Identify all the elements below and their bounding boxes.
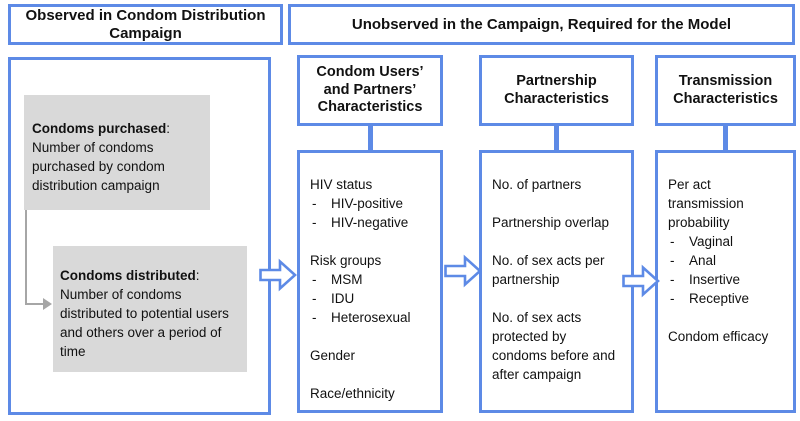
partners-group: No. of partners bbox=[492, 175, 619, 194]
transmission-content-box: Per act transmission probability -Vagina… bbox=[655, 150, 796, 413]
dash-bullet: - bbox=[670, 291, 675, 306]
gender-group: Gender bbox=[310, 346, 434, 365]
flow-arrow-icon bbox=[259, 258, 297, 292]
list-item: -Receptive bbox=[668, 289, 785, 308]
dash-bullet: - bbox=[312, 196, 317, 211]
transmission-header-line2: Characteristics bbox=[673, 90, 778, 107]
dash-bullet: - bbox=[670, 234, 675, 249]
group-heading: No. of sex acts protected by condoms bef… bbox=[492, 310, 616, 382]
dash-bullet: - bbox=[312, 291, 317, 306]
list-item-label: Insertive bbox=[689, 272, 741, 287]
list-item: -HIV-positive bbox=[310, 194, 434, 213]
users-partners-header-line2: and Partners’ bbox=[323, 81, 417, 98]
transmission-connector-line bbox=[723, 125, 728, 151]
group-heading: Gender bbox=[310, 348, 356, 363]
list-item-label: HIV-negative bbox=[331, 215, 409, 230]
users-partners-header-box: Condom Users’ and Partners’ Characterist… bbox=[297, 55, 443, 126]
group-heading: No. of partners bbox=[492, 177, 582, 192]
observed-header-line1: Observed in Condom Distribution bbox=[25, 6, 266, 24]
list-item-label: Receptive bbox=[689, 291, 750, 306]
group-heading: Condom efficacy bbox=[668, 329, 769, 344]
dash-bullet: - bbox=[312, 310, 317, 325]
flow-arrow-icon bbox=[444, 254, 482, 288]
unobserved-header-label: Unobserved in the Campaign, Required for… bbox=[351, 15, 732, 33]
condoms-distributed-title: Condoms distributed: bbox=[60, 266, 240, 285]
partnership-header-line2: Characteristics bbox=[504, 90, 609, 107]
list-item: -HIV-negative bbox=[310, 213, 434, 232]
group-heading: No. of sex acts per partnership bbox=[492, 253, 605, 287]
transmission-header-box: Transmission Characteristics bbox=[655, 55, 796, 126]
transmission-header-line1: Transmission bbox=[678, 73, 773, 89]
partnership-header-line1: Partnership bbox=[516, 73, 597, 89]
per-act-probability-group: Per act transmission probability -Vagina… bbox=[668, 175, 785, 308]
users-partners-header-line1: Condom Users’ bbox=[316, 64, 424, 81]
list-item: -IDU bbox=[310, 289, 434, 308]
dash-bullet: - bbox=[670, 253, 675, 268]
condom-efficacy-group: Condom efficacy bbox=[668, 327, 785, 346]
list-item-label: HIV-positive bbox=[331, 196, 404, 211]
condoms-distributed-box: Condoms distributed: Number of condoms d… bbox=[53, 246, 247, 372]
list-item-label: Heterosexual bbox=[331, 310, 411, 325]
list-item: -MSM bbox=[310, 270, 434, 289]
condoms-purchased-title-text: Condoms purchased bbox=[32, 121, 167, 136]
hiv-status-group: HIV status -HIV-positive -HIV-negative bbox=[310, 175, 434, 232]
observed-header-line2: Campaign bbox=[109, 24, 182, 42]
condoms-purchased-box: Condoms purchased: Number of condoms pur… bbox=[24, 95, 210, 210]
condoms-purchased-colon: : bbox=[166, 121, 171, 136]
list-item: -Anal bbox=[668, 251, 785, 270]
users-partners-connector-line bbox=[368, 125, 373, 151]
condoms-distributed-title-text: Condoms distributed bbox=[60, 268, 196, 283]
list-item-label: MSM bbox=[331, 272, 363, 287]
protected-acts-group: No. of sex acts protected by condoms bef… bbox=[492, 308, 619, 384]
group-heading: Partnership overlap bbox=[492, 215, 610, 230]
group-heading: Per act transmission probability bbox=[668, 177, 744, 230]
users-partners-header-line3: Characteristics bbox=[317, 99, 423, 116]
list-item: -Vaginal bbox=[668, 232, 785, 251]
connector-arrowhead-icon bbox=[43, 298, 52, 310]
list-item-label: IDU bbox=[331, 291, 355, 306]
group-heading: Race/ethnicity bbox=[310, 386, 395, 401]
condoms-distributed-colon: : bbox=[195, 268, 200, 283]
condoms-purchased-title: Condoms purchased: bbox=[32, 119, 202, 138]
purchased-to-distributed-connector bbox=[25, 210, 43, 305]
group-heading: HIV status bbox=[310, 177, 373, 192]
list-item: -Insertive bbox=[668, 270, 785, 289]
unobserved-header-box: Unobserved in the Campaign, Required for… bbox=[288, 4, 795, 45]
race-ethnicity-group: Race/ethnicity bbox=[310, 384, 434, 403]
partnership-connector-line bbox=[554, 125, 559, 151]
users-partners-content-box: HIV status -HIV-positive -HIV-negative R… bbox=[297, 150, 443, 413]
overlap-group: Partnership overlap bbox=[492, 213, 619, 232]
condoms-distributed-body: Number of condoms distributed to potenti… bbox=[60, 287, 229, 359]
partnership-content-box: No. of partners Partnership overlap No. … bbox=[479, 150, 634, 413]
observed-header-box: Observed in Condom Distribution Campaign bbox=[8, 4, 283, 45]
list-item-label: Anal bbox=[689, 253, 717, 268]
dash-bullet: - bbox=[670, 272, 675, 287]
flow-arrow-icon bbox=[622, 264, 660, 298]
sex-acts-group: No. of sex acts per partnership bbox=[492, 251, 619, 289]
condoms-purchased-body: Number of condoms purchased by condom di… bbox=[32, 140, 165, 193]
partnership-header-box: Partnership Characteristics bbox=[479, 55, 634, 126]
list-item: -Heterosexual bbox=[310, 308, 434, 327]
risk-groups-group: Risk groups -MSM -IDU -Heterosexual bbox=[310, 251, 434, 327]
dash-bullet: - bbox=[312, 215, 317, 230]
dash-bullet: - bbox=[312, 272, 317, 287]
list-item-label: Vaginal bbox=[689, 234, 734, 249]
group-heading: Risk groups bbox=[310, 253, 382, 268]
